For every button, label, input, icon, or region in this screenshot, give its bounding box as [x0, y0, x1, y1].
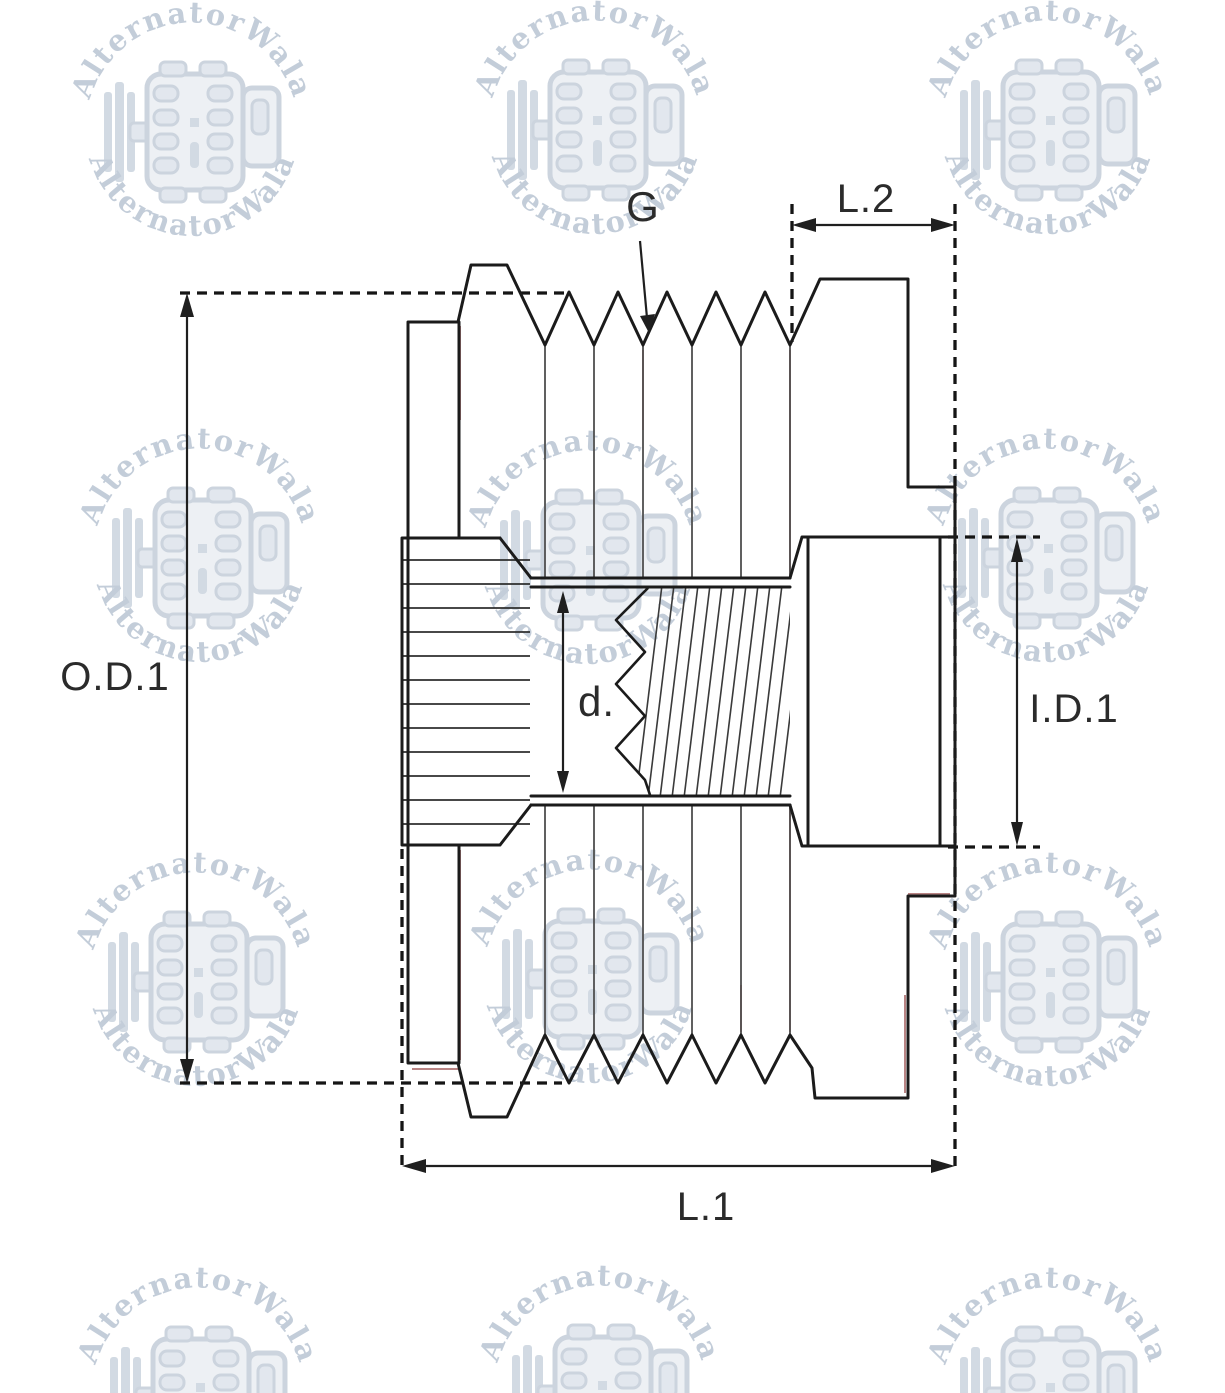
dimension-od1: O.D.1 — [60, 293, 194, 1083]
hub-path — [400, 536, 533, 847]
arrowhead-up — [1011, 538, 1023, 562]
hub-hatching — [403, 559, 530, 825]
drawing-layer: O.D.1 I.D.1 L.2 L.1 d. — [60, 177, 1118, 1229]
l1-label: L.1 — [677, 1185, 736, 1229]
arrowhead-right — [931, 218, 955, 232]
arrowhead-down — [180, 1059, 194, 1083]
top-profile-path — [456, 263, 957, 539]
left-flange-path — [406, 320, 461, 1065]
id1-label: I.D.1 — [1029, 687, 1118, 731]
dimension-id1: I.D.1 — [1011, 538, 1118, 846]
groove-callout: G — [626, 183, 660, 333]
l2-label: L.2 — [837, 177, 896, 221]
sleeve-path — [529, 576, 792, 807]
arrowhead-left — [792, 218, 816, 232]
dimension-l2: L.2 — [792, 177, 955, 232]
pulley-outline — [400, 263, 957, 1119]
arrowhead-right — [931, 1159, 955, 1173]
od1-label: O.D.1 — [60, 655, 169, 699]
arrowhead-down — [640, 314, 655, 333]
break-line — [614, 587, 652, 796]
boss-path — [788, 535, 957, 848]
thread-hatching — [635, 588, 790, 795]
arrowhead-left — [402, 1159, 426, 1173]
arrowhead-up — [180, 293, 194, 317]
bottom-profile-path — [456, 844, 957, 1119]
arrowhead-up — [557, 591, 569, 613]
dimension-bore-d: d. — [557, 591, 615, 793]
arrowhead-down — [1011, 822, 1023, 846]
arrowhead-down — [557, 771, 569, 793]
dimension-l1: L.1 — [402, 1159, 955, 1229]
bore-label: d. — [578, 678, 615, 725]
groove-bottom-lines — [544, 346, 791, 1034]
groove-label: G — [626, 183, 660, 230]
